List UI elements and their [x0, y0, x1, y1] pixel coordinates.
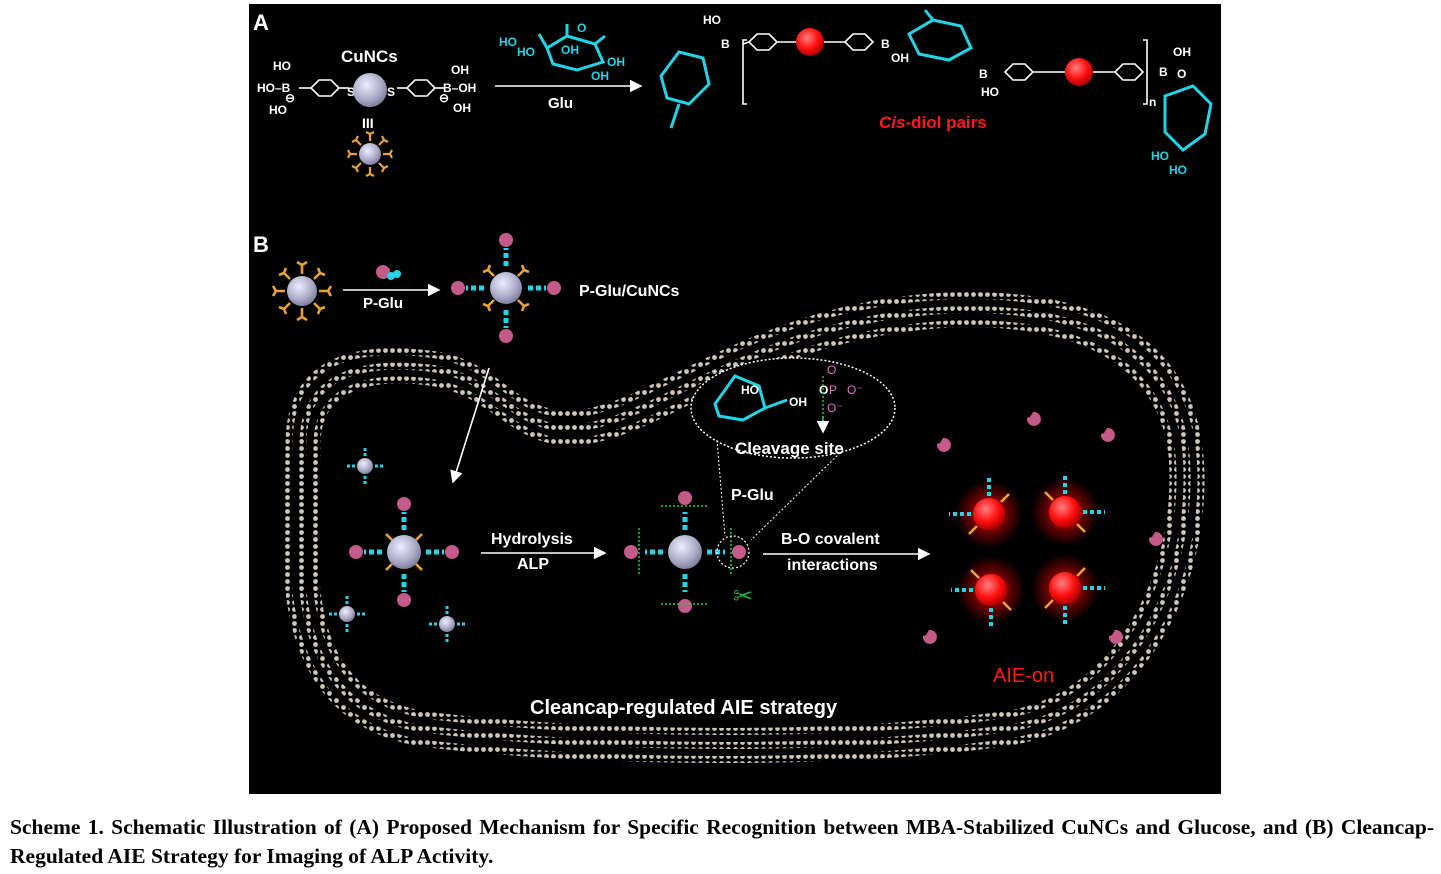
panel-a-label: A — [253, 10, 269, 35]
svg-text:III: III — [362, 115, 374, 131]
svg-text:HO: HO — [703, 13, 721, 27]
svg-text:B: B — [721, 37, 730, 51]
free-cunc-icon — [271, 260, 333, 322]
glu-arrow-label: Glu — [548, 95, 573, 112]
svg-text:HO: HO — [517, 45, 535, 59]
complex-small-3 — [427, 604, 467, 644]
svg-text:O: O — [827, 363, 836, 377]
svg-text:⊖: ⊖ — [439, 91, 449, 105]
pglu-cunc-complex — [451, 233, 561, 343]
svg-text:S: S — [387, 85, 395, 99]
svg-text:HO: HO — [499, 35, 517, 49]
cunc-red-ball-1 — [796, 28, 824, 56]
complex-label: P-Glu/CuNCs — [579, 283, 680, 300]
cleaved-phosphate-fragments — [922, 411, 1163, 644]
cis-diol-label: Cis-diol pairs — [879, 113, 987, 132]
svg-text:O: O — [577, 21, 586, 35]
cunc-red-ball-2 — [1065, 58, 1093, 86]
cunc-label: CuNCs — [341, 47, 398, 66]
cunc-ball — [353, 73, 387, 107]
cunc-small-icon — [347, 131, 393, 177]
svg-text:B: B — [979, 67, 988, 81]
svg-text:OH: OH — [607, 55, 625, 69]
pglu-label: P-Glu — [731, 487, 774, 504]
glucose-structure — [537, 24, 606, 72]
svg-text:B: B — [1159, 65, 1168, 79]
svg-text:OH: OH — [789, 395, 807, 409]
svg-text:HO: HO — [1169, 163, 1187, 177]
svg-text:P: P — [829, 383, 837, 397]
bo-label-line2: interactions — [787, 557, 878, 574]
svg-text:O⁻: O⁻ — [827, 401, 843, 415]
strategy-label: Cleancap-regulated AIE strategy — [530, 697, 838, 719]
figure-caption: Scheme 1. Schematic Illustration of (A) … — [10, 815, 1434, 868]
scheme-figure: A CuNCs HO HO–B HO ⊖ S S B–OH OH OH ⊖ II… — [249, 4, 1221, 794]
svg-text:OH: OH — [591, 69, 609, 83]
bo-label-line1: B-O covalent — [781, 531, 880, 548]
svg-text:HO: HO — [981, 85, 999, 99]
cell-membrane — [283, 292, 1205, 763]
svg-text:⊖: ⊖ — [285, 91, 295, 105]
svg-text:HO: HO — [1151, 149, 1169, 163]
svg-text:HO: HO — [273, 59, 291, 73]
svg-text:OH: OH — [561, 43, 579, 57]
complex-small-2 — [327, 594, 367, 634]
svg-text:n: n — [1149, 95, 1156, 109]
cleavage-site-label: Cleavage site — [735, 439, 844, 458]
svg-text:S: S — [347, 85, 355, 99]
svg-text:O⁻: O⁻ — [847, 383, 863, 397]
complex-small-1 — [345, 446, 385, 486]
aie-on-label: AIE-on — [993, 665, 1054, 687]
svg-text:OH: OH — [453, 101, 471, 115]
aie-aggregate — [949, 474, 1105, 628]
hydrolysis-label: Hydrolysis — [491, 531, 573, 548]
svg-text:B: B — [881, 37, 890, 51]
svg-text:HO–B: HO–B — [257, 81, 291, 95]
mba-ligand-structure: HO HO–B HO ⊖ S S B–OH OH OH ⊖ III — [257, 59, 476, 177]
svg-text:HO: HO — [741, 383, 759, 397]
scheme-svg: A CuNCs HO HO–B HO ⊖ S S B–OH OH OH ⊖ II… — [253, 9, 1213, 763]
product-polymer-structure: HO B B OH B HO n B OH O HO HO — [659, 9, 1213, 177]
svg-text:OH: OH — [451, 63, 469, 77]
entry-arrow — [450, 367, 490, 484]
svg-text:B–OH: B–OH — [443, 81, 476, 95]
complex-cleaving — [624, 491, 750, 613]
alp-label: ALP — [517, 556, 549, 573]
cleavage-magnifier: HO OH O O P O⁻ O⁻ — [690, 357, 896, 541]
scissors-icon: ✂ — [733, 582, 753, 610]
complex-large — [349, 497, 459, 607]
svg-text:OH: OH — [891, 51, 909, 65]
svg-text:OH: OH — [1173, 45, 1191, 59]
panel-b-label: B — [253, 232, 269, 257]
svg-text:O: O — [1177, 67, 1186, 81]
svg-text:HO: HO — [269, 103, 287, 117]
pglu-icon — [376, 265, 401, 280]
pglu-arrow-label: P-Glu — [363, 295, 403, 312]
